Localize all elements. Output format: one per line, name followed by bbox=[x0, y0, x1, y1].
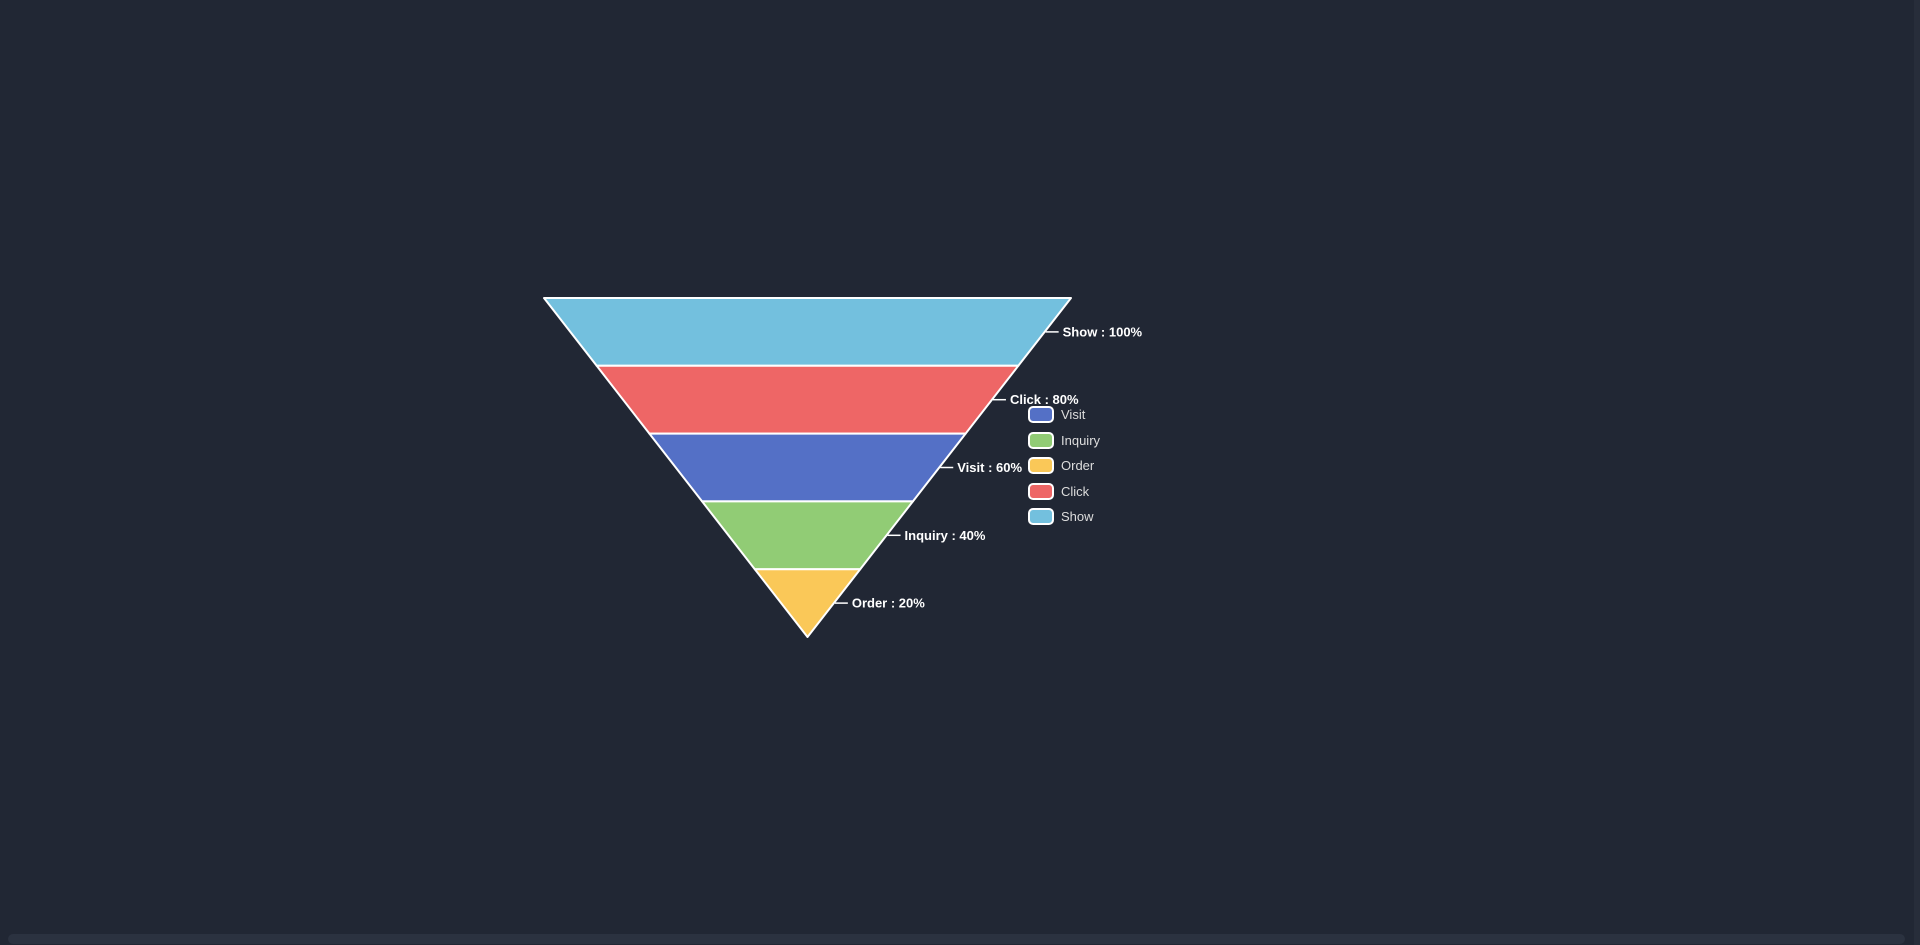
legend: Visit Inquiry Order Click Show bbox=[1028, 406, 1100, 534]
legend-item-click[interactable]: Click bbox=[1028, 482, 1100, 500]
legend-item-visit[interactable]: Visit bbox=[1028, 406, 1100, 423]
legend-item-inquiry[interactable]: Inquiry bbox=[1028, 431, 1101, 449]
legend-swatch-click bbox=[1028, 482, 1054, 500]
horizontal-scrollbar-thumb[interactable] bbox=[8, 934, 1905, 944]
segment-label-inquiry: Inquiry : 40% bbox=[905, 528, 986, 543]
segment-label-click: Click : 80% bbox=[1010, 392, 1079, 407]
funnel-segment-order[interactable] bbox=[753, 568, 862, 638]
funnel-segment-click[interactable] bbox=[595, 364, 1020, 435]
legend-label: Visit bbox=[1061, 407, 1086, 422]
funnel-segment-inquiry[interactable] bbox=[701, 500, 914, 571]
legend-item-order[interactable]: Order bbox=[1028, 457, 1100, 475]
legend-swatch-visit bbox=[1028, 406, 1054, 423]
vertical-scrollbar-track[interactable] bbox=[1914, 0, 1920, 945]
legend-swatch-order bbox=[1028, 457, 1054, 475]
legend-item-show[interactable]: Show bbox=[1028, 508, 1100, 526]
segment-label-order: Order : 20% bbox=[852, 596, 925, 611]
legend-label: Order bbox=[1061, 458, 1095, 474]
funnel-segment-visit[interactable] bbox=[648, 432, 967, 503]
segment-label-visit: Visit : 60% bbox=[957, 460, 1022, 475]
legend-label: Click bbox=[1061, 483, 1090, 499]
legend-swatch-show bbox=[1028, 508, 1054, 526]
legend-label: Show bbox=[1061, 509, 1094, 525]
segment-label-show: Show : 100% bbox=[1063, 324, 1143, 339]
legend-label: Inquiry bbox=[1061, 432, 1101, 448]
legend-swatch-inquiry bbox=[1028, 431, 1054, 449]
funnel-segment-show[interactable] bbox=[543, 297, 1072, 367]
